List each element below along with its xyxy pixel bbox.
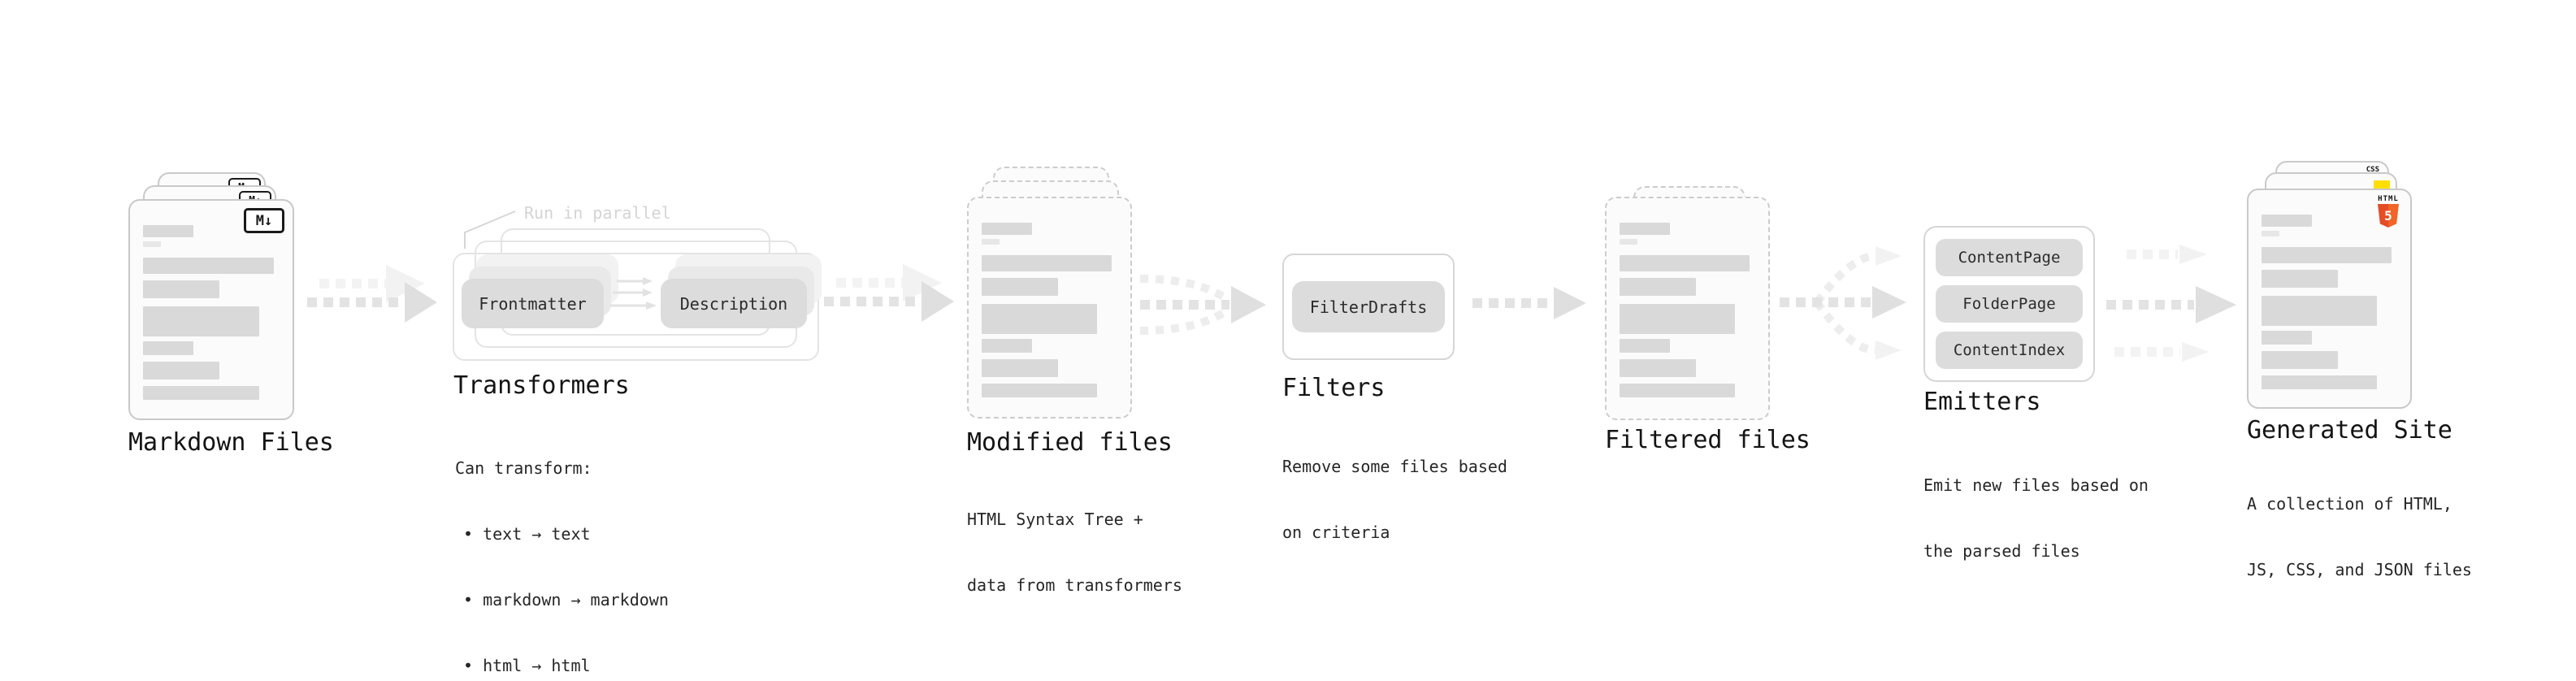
skeleton-bar xyxy=(982,304,1097,334)
doc-skeleton-bars xyxy=(969,198,1130,417)
skeleton-bar xyxy=(2262,215,2312,227)
skeleton-bar xyxy=(143,258,275,274)
skeleton-bar xyxy=(2262,331,2312,345)
skeleton-bar xyxy=(143,241,161,247)
skeleton-bar xyxy=(1620,239,1637,245)
arrow-filters-to-filtered xyxy=(1472,287,1586,319)
generated-site-label: Generated Site xyxy=(2247,416,2452,445)
skeleton-bar xyxy=(143,386,259,400)
transform-bullet: • markdown → markdown xyxy=(463,590,669,609)
filters-box: FilterDrafts xyxy=(1282,254,1455,360)
can-transform-heading: Can transform: xyxy=(455,458,592,478)
transform-bullet: • text → text xyxy=(463,524,591,544)
arrow-markdown-to-transformers xyxy=(307,265,437,323)
skeleton-bar xyxy=(1620,359,1696,377)
filters-label: Filters xyxy=(1282,374,1386,402)
skeleton-bar xyxy=(1620,384,1735,397)
arrow-modified-to-filters-converge xyxy=(1139,275,1266,335)
markdown-files-label: Markdown Files xyxy=(128,428,334,457)
skeleton-bar xyxy=(1620,255,1750,271)
generated-file-card-html: HTML 5 xyxy=(2247,189,2412,409)
emitter-node-contentpage: ContentPage xyxy=(1936,239,2083,276)
emitters-description: Emit new files based on the parsed files xyxy=(1923,475,2149,561)
skeleton-bar xyxy=(982,255,1112,271)
modified-files-description: HTML Syntax Tree + data from transformer… xyxy=(967,510,1182,595)
doc-skeleton-bars xyxy=(130,201,293,419)
skeleton-bar xyxy=(982,359,1058,377)
markdown-file-card-front: M↓ xyxy=(128,199,294,420)
arrow-filtered-to-emitters-diverge xyxy=(1780,246,1906,360)
run-in-parallel-leader-line xyxy=(464,210,516,249)
skeleton-bar xyxy=(143,280,220,298)
skeleton-bar xyxy=(143,225,194,237)
modified-file-card-front xyxy=(967,197,1132,419)
transformer-node-description: Description xyxy=(661,279,807,328)
modified-files-label: Modified files xyxy=(967,428,1173,457)
skeleton-bar xyxy=(1620,278,1696,296)
transform-bullet: • html → html xyxy=(463,656,591,675)
transformer-node-frontmatter: Frontmatter xyxy=(462,279,604,328)
emitter-node-folderpage: FolderPage xyxy=(1936,285,2083,323)
skeleton-bar xyxy=(2262,351,2338,369)
filtered-files-label: Filtered files xyxy=(1605,426,1811,454)
skeleton-bar xyxy=(2262,296,2377,326)
arrow-transformers-to-modified xyxy=(824,264,954,322)
transformers-label: Transformers xyxy=(453,371,630,400)
skeleton-bar xyxy=(143,341,194,355)
skeleton-bar xyxy=(2262,247,2392,263)
skeleton-bar xyxy=(143,306,259,336)
skeleton-bar xyxy=(982,239,1000,245)
skeleton-bar xyxy=(982,278,1058,296)
markdown-icon: M↓ xyxy=(244,208,284,233)
filtered-file-card-front xyxy=(1605,197,1770,420)
skeleton-bar xyxy=(2262,375,2377,389)
skeleton-bar xyxy=(2262,270,2338,288)
skeleton-bar xyxy=(1620,304,1735,334)
filter-node-filterdrafts: FilterDrafts xyxy=(1292,281,1445,332)
skeleton-bar xyxy=(1620,339,1670,353)
emitters-box: ContentPage FolderPage ContentIndex xyxy=(1923,226,2095,382)
filters-description: Remove some files based on criteria xyxy=(1282,457,1507,542)
emitters-label: Emitters xyxy=(1923,388,2041,416)
skeleton-bar xyxy=(982,384,1097,397)
generated-site-description: A collection of HTML, JS, CSS, and JSON … xyxy=(2247,494,2472,579)
skeleton-bar xyxy=(1620,223,1670,235)
doc-skeleton-bars xyxy=(1607,198,1768,419)
transformers-description: Can transform: • text → text • markdown … xyxy=(455,414,669,681)
skeleton-bar xyxy=(143,362,220,380)
emitter-node-contentindex: ContentIndex xyxy=(1936,332,2083,369)
arrows-emitters-to-generated xyxy=(2106,245,2236,362)
run-in-parallel-note: Run in parallel xyxy=(524,203,671,223)
html5-icon: HTML 5 xyxy=(2375,195,2401,228)
skeleton-bar xyxy=(2262,231,2279,236)
skeleton-bar xyxy=(982,339,1032,353)
doc-skeleton-bars xyxy=(2249,190,2410,407)
skeleton-bar xyxy=(982,223,1032,235)
parallel-arrows-icon xyxy=(610,277,657,310)
